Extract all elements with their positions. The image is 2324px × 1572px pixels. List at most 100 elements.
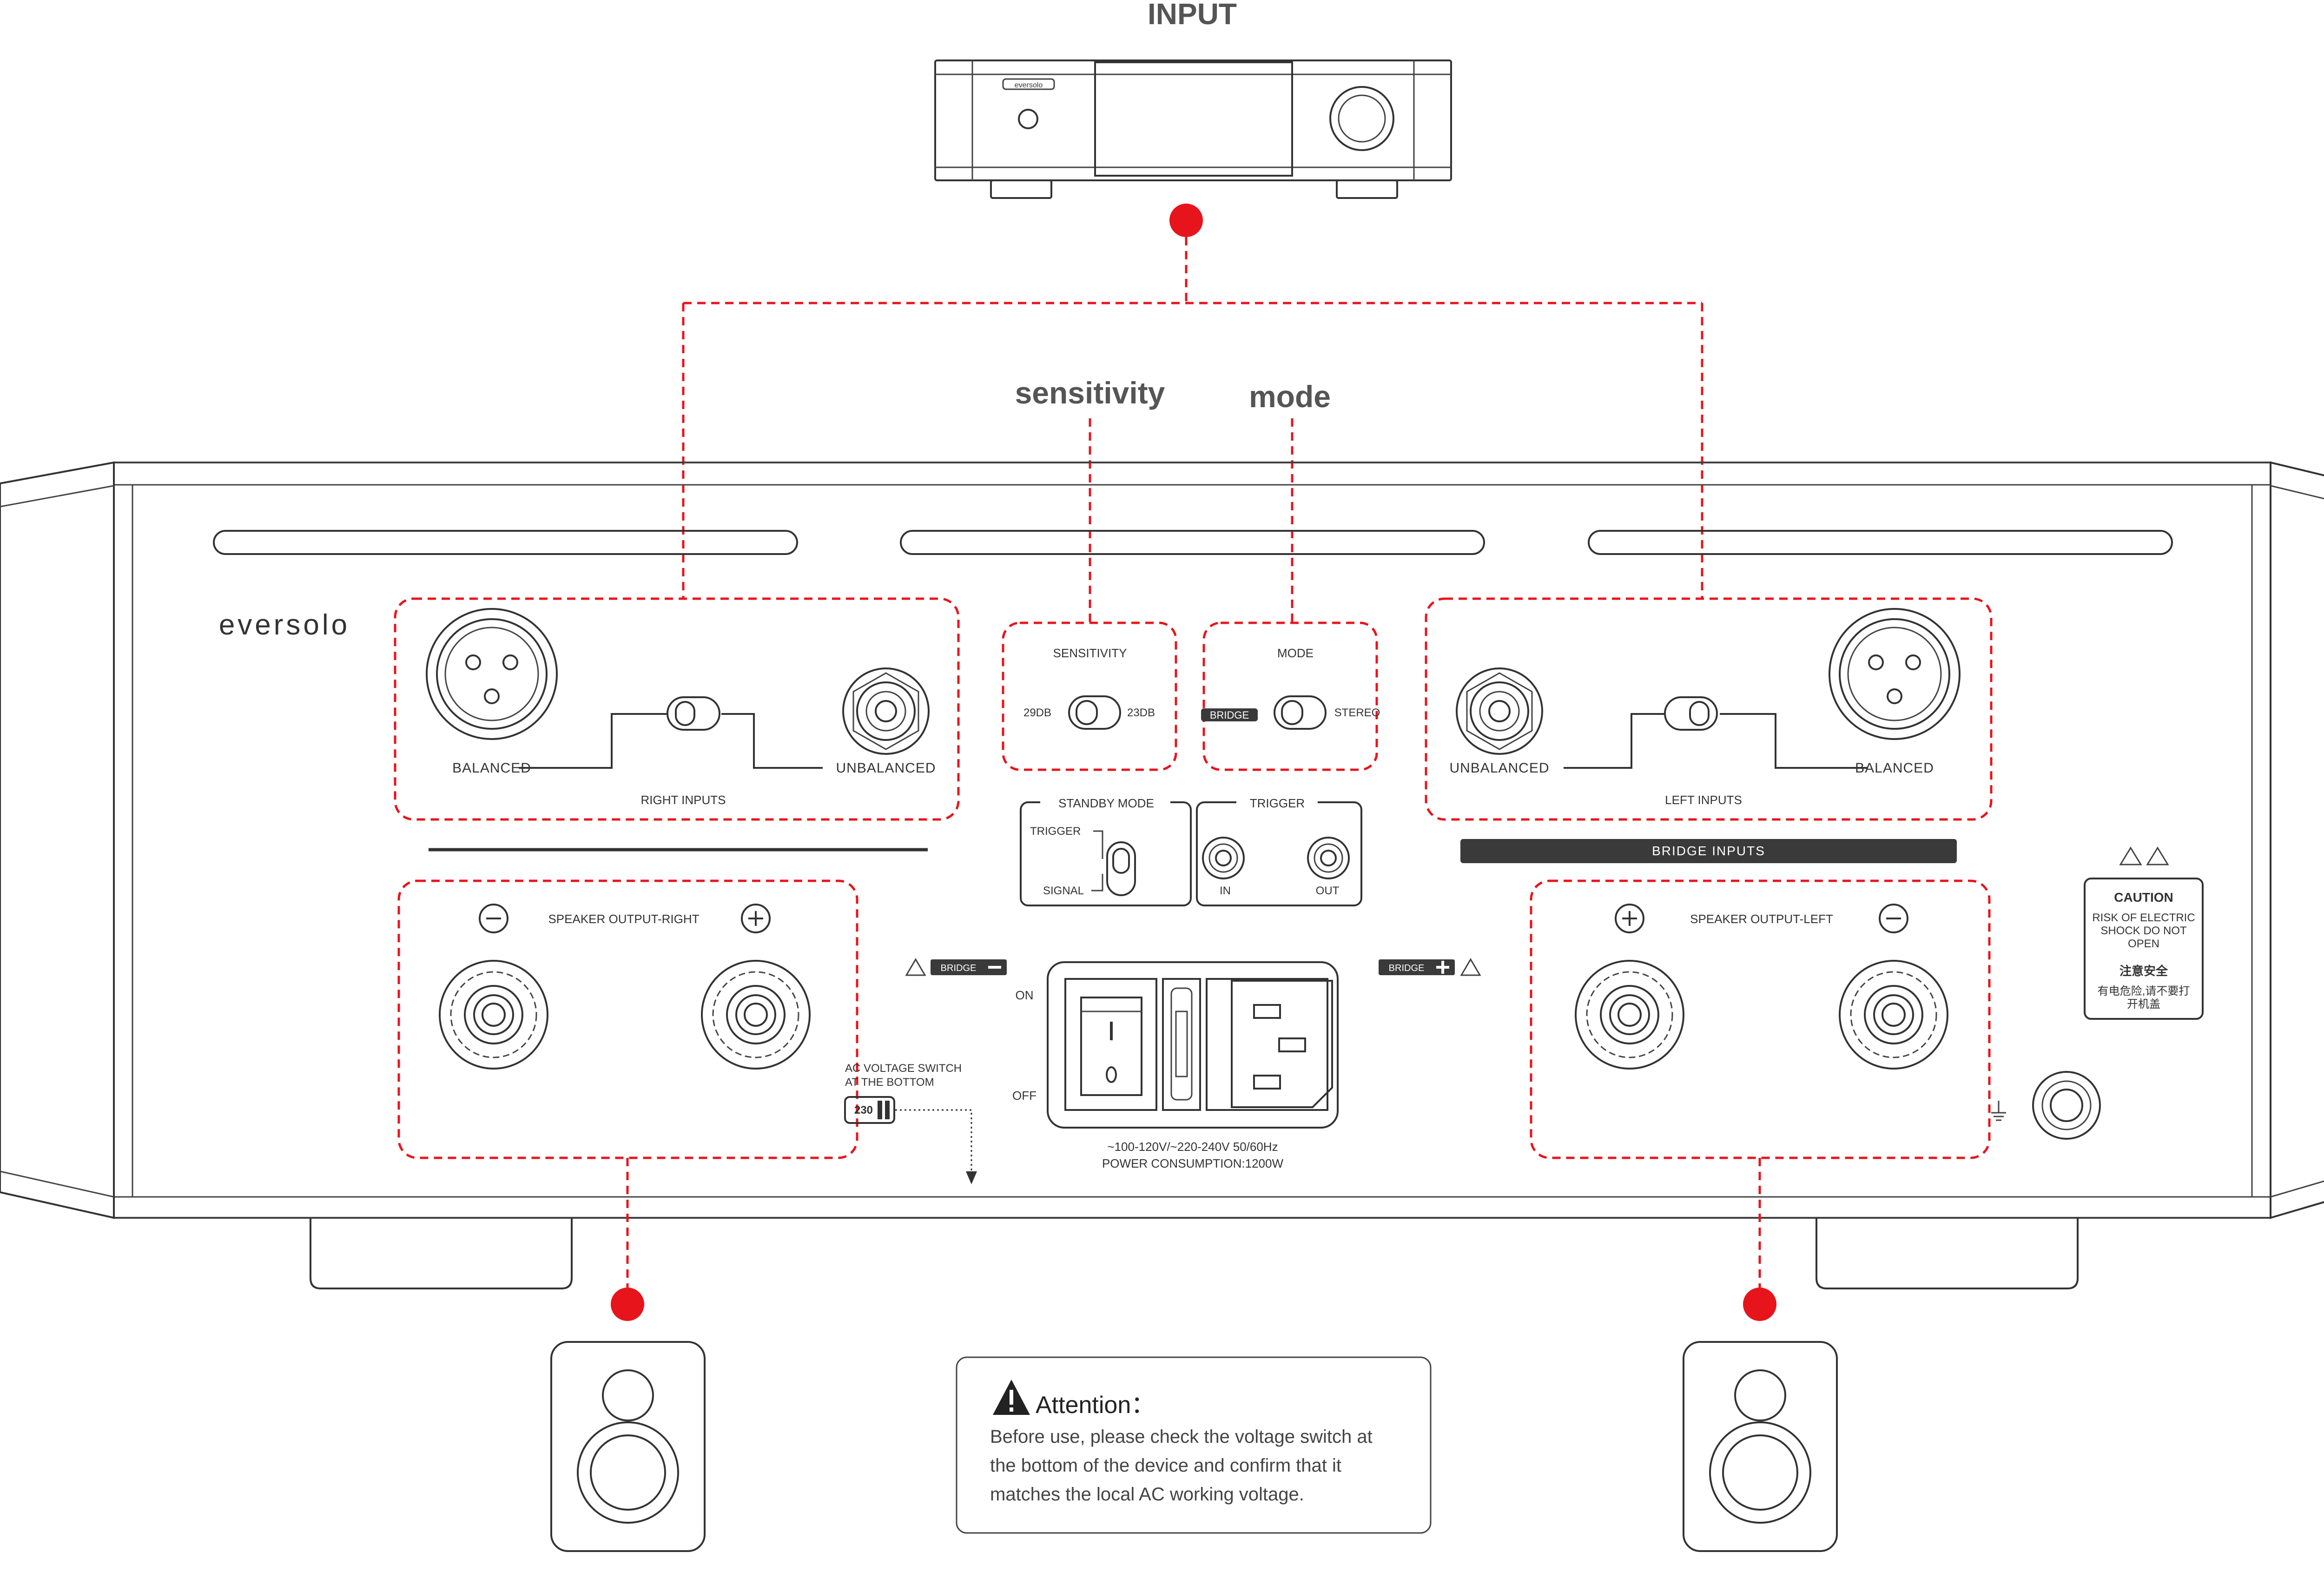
xlr-balanced-left-jack[interactable] <box>1829 608 1961 740</box>
bridge-plus-badge <box>1379 959 1455 975</box>
caution-cn-line1: 有电危险,请不要打 <box>2098 985 2190 997</box>
brand-logo: eversolo <box>219 609 350 641</box>
speaker-output-left-title: SPEAKER OUTPUT-LEFT <box>1690 912 1833 926</box>
caution-line1: RISK OF ELECTRIC <box>2092 911 2195 924</box>
left-inputs-label: LEFT INPUTS <box>1665 793 1742 807</box>
plus-icon <box>1615 904 1644 933</box>
left-speaker-dot <box>1743 1288 1776 1321</box>
power-module <box>1047 961 1339 1129</box>
trigger-in-label: IN <box>1220 885 1231 897</box>
ac-switch-value: 230 <box>854 1104 873 1116</box>
bridge-plus-label: BRIDGE <box>1389 963 1425 973</box>
amplifier-chassis <box>0 461 2324 1289</box>
player-logo: eversolo <box>1015 81 1043 89</box>
power-off-label: OFF <box>1012 1089 1037 1103</box>
attention-line3: matches the local AC working voltage. <box>990 1484 1304 1505</box>
standby-signal-label: SIGNAL <box>1043 885 1084 897</box>
ground-icon <box>1991 1101 2006 1121</box>
bridge-minus-label: BRIDGE <box>941 963 977 973</box>
left-inputs-highlight <box>1425 597 1993 821</box>
mode-title: MODE <box>1277 646 1314 660</box>
caution-cn-title: 注意安全 <box>2119 964 2168 978</box>
sensitivity-29db-label: 29DB <box>1023 707 1051 719</box>
caution-cn-line2: 开机盖 <box>2127 998 2160 1011</box>
trigger-out-label: OUT <box>1316 885 1340 897</box>
streamer-device-icon: eversolo <box>934 59 1452 199</box>
speaker-icon <box>550 1341 706 1552</box>
speaker-output-left-highlight <box>1530 879 1991 1159</box>
warning-triangle-icon <box>2119 846 2169 865</box>
right-unbalanced-label: UNBALANCED <box>836 760 936 776</box>
right-input-selector-toggle[interactable] <box>519 696 823 769</box>
bridge-minus-badge <box>931 959 1007 975</box>
power-consumption-spec: POWER CONSUMPTION:1200W <box>1102 1156 1284 1170</box>
sensitivity-23db-label: 23DB <box>1127 707 1155 719</box>
speaker-terminal-right-negative[interactable] <box>439 960 548 1070</box>
ac-switch-pointer <box>895 1109 977 1184</box>
attention-line2: the bottom of the device and confirm tha… <box>990 1455 1341 1476</box>
mode-bridge-label: BRIDGE <box>1210 709 1249 721</box>
plus-icon <box>741 904 771 933</box>
caution-line2: SHOCK DO NOT <box>2100 925 2187 937</box>
caution-title: CAUTION <box>2114 890 2173 905</box>
standby-trigger-label: TRIGGER <box>1030 825 1081 838</box>
sensitivity-highlight <box>1002 621 1177 771</box>
speaker-terminal-left-positive[interactable] <box>1575 960 1684 1070</box>
left-input-selector-toggle[interactable] <box>1564 696 1868 769</box>
mode-stereo-label: STEREO <box>1334 707 1380 719</box>
bridge-inputs-bar <box>1460 839 1957 863</box>
sensitivity-title: SENSITIVITY <box>1053 646 1127 660</box>
standby-mode-toggle[interactable] <box>1106 841 1136 896</box>
input-wiring <box>682 237 1703 599</box>
input-connection-dot <box>1169 204 1203 237</box>
sensitivity-heading: sensitivity <box>1015 376 1165 410</box>
standby-mode-title: STANDBY MODE <box>1058 796 1154 810</box>
standby-mode-panel <box>1020 795 1192 906</box>
mode-bridge-badge <box>1201 708 1258 721</box>
speaker-output-right-highlight <box>397 879 858 1159</box>
right-speaker-dot <box>611 1288 644 1321</box>
rca-unbalanced-right-jack[interactable] <box>842 667 930 755</box>
power-voltage-spec: ~100-120V/~220-240V 50/60Hz <box>1107 1140 1278 1154</box>
right-inputs-highlight <box>394 597 960 821</box>
caution-label-box <box>2084 878 2204 1020</box>
power-rocker-switch[interactable] <box>1080 997 1142 1096</box>
fuse-holder <box>1170 987 1193 1101</box>
rca-unbalanced-left-jack[interactable] <box>1456 667 1543 755</box>
bridge-inputs-label: BRIDGE INPUTS <box>1652 844 1765 858</box>
input-heading: INPUT <box>1148 0 1237 31</box>
right-inputs-label: RIGHT INPUTS <box>641 793 726 807</box>
right-balanced-label: BALANCED <box>452 760 531 776</box>
left-unbalanced-label: UNBALANCED <box>1449 760 1549 776</box>
minus-icon <box>1879 904 1908 933</box>
minus-icon <box>479 904 508 933</box>
left-balanced-label: BALANCED <box>1855 760 1934 776</box>
trigger-in-jack[interactable] <box>1202 837 1245 879</box>
warning-triangle-icon <box>993 1380 1030 1415</box>
trigger-out-jack[interactable] <box>1307 837 1350 879</box>
attention-title: Attention： <box>1036 1392 1155 1419</box>
mode-heading: mode <box>1249 379 1331 414</box>
trigger-panel <box>1196 795 1362 906</box>
caution-line3: OPEN <box>2128 938 2159 950</box>
mode-toggle-switch[interactable] <box>1274 695 1327 730</box>
speaker-icon <box>1683 1341 1838 1552</box>
warning-triangle-icon <box>905 958 926 976</box>
ground-terminal[interactable] <box>2032 1071 2101 1140</box>
speaker-terminal-right-positive[interactable] <box>701 960 811 1070</box>
ac-voltage-switch[interactable] <box>844 1096 895 1124</box>
iec-power-inlet[interactable] <box>1231 980 1333 1108</box>
trigger-title: TRIGGER <box>1250 796 1305 810</box>
speaker-output-right-title: SPEAKER OUTPUT-RIGHT <box>548 912 699 926</box>
ac-switch-label-line1: AC VOLTAGE SWITCH <box>845 1062 962 1075</box>
attention-box <box>956 1356 1432 1534</box>
xlr-balanced-right-jack[interactable] <box>426 608 558 740</box>
speaker-terminal-left-negative[interactable] <box>1839 960 1948 1070</box>
sensitivity-toggle-switch[interactable] <box>1068 695 1121 730</box>
warning-triangle-icon <box>1460 958 1481 976</box>
ac-switch-label-line2: AT THE BOTTOM <box>845 1076 934 1089</box>
mode-highlight <box>1202 621 1378 771</box>
attention-line1: Before use, please check the voltage swi… <box>990 1427 1373 1447</box>
power-on-label: ON <box>1016 988 1034 1002</box>
